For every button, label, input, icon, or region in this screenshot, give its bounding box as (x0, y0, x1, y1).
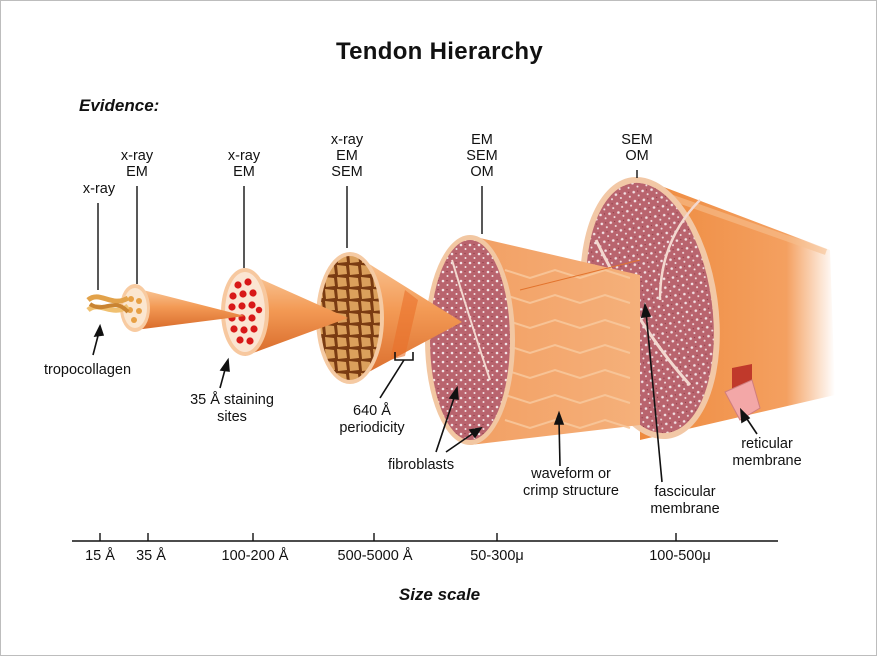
evidence-heading: Evidence: (79, 96, 159, 116)
size-tick-label: 35 Å (136, 548, 166, 564)
callout-fibroblasts: fibroblasts (388, 457, 454, 474)
size-scale-title: Size scale (0, 585, 879, 605)
size-tick-label: 50-300μ (470, 548, 524, 564)
figure-title: Tendon Hierarchy (0, 38, 879, 66)
callout-tropocollagen: tropocollagen (44, 362, 131, 379)
size-tick-label: 100-500μ (649, 548, 711, 564)
size-scale-axis (72, 533, 778, 541)
size-tick-label: 15 Å (85, 548, 115, 564)
evidence-label-1: x-ray (78, 181, 120, 197)
size-tick-label: 100-200 Å (222, 548, 289, 564)
size-tick-label: 500-5000 Å (338, 548, 413, 564)
